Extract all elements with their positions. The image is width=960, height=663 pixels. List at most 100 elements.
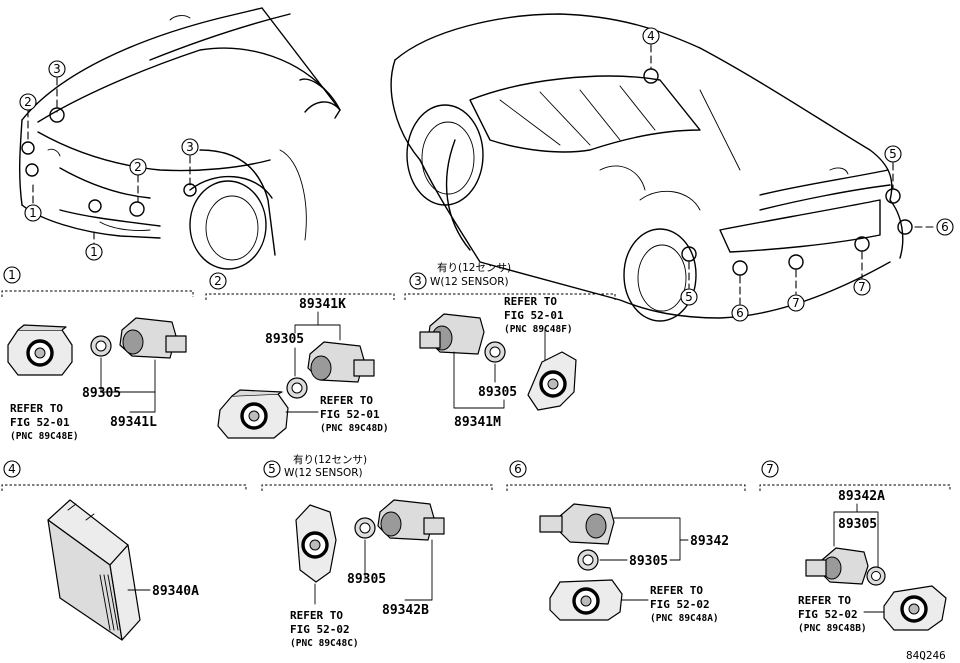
svg-text:2: 2 (24, 95, 32, 109)
svg-text:89342B: 89342B (382, 603, 429, 618)
svg-text:(PNC 89C48E): (PNC 89C48E) (10, 431, 79, 442)
section-5: 有り(12センサ) 5 W(12 SENSOR) 89305 89342B RE… (261, 453, 493, 649)
sensor-2 (307, 341, 375, 383)
svg-text:89305: 89305 (265, 332, 304, 347)
svg-text:(PNC 89C48D): (PNC 89C48D) (320, 423, 389, 434)
svg-text:REFER TO: REFER TO (290, 609, 343, 622)
svg-text:6: 6 (736, 306, 744, 320)
section-3: 有り(12センサ) 3 W(12 SENSOR) REFER TO FIG 52… (404, 261, 616, 430)
callout-3b: 3 (181, 138, 199, 156)
svg-text:REFER TO: REFER TO (650, 584, 703, 597)
svg-text:FIG 52-02: FIG 52-02 (290, 623, 350, 636)
svg-text:1: 1 (90, 245, 98, 259)
callout-2a: 2 (19, 93, 37, 111)
sensor-6 (539, 503, 615, 545)
svg-text:3: 3 (186, 140, 194, 154)
svg-text:W(12 SENSOR): W(12 SENSOR) (284, 467, 363, 479)
svg-text:4: 4 (647, 29, 655, 43)
bezel-front-2 (217, 389, 289, 439)
callout-1b: 1 (85, 243, 103, 261)
retainer-7 (866, 566, 886, 586)
svg-text:89305: 89305 (82, 386, 121, 401)
svg-text:7: 7 (792, 296, 800, 310)
svg-text:有り(12センサ): 有り(12センサ) (437, 261, 511, 274)
section-2: 2 89341K 89305 REFER TO FIG 52-01 (PNC 8… (205, 272, 395, 439)
retainer-1 (90, 335, 112, 357)
svg-text:4: 4 (8, 462, 16, 476)
svg-text:89305: 89305 (838, 517, 877, 532)
section-7: 7 89342A 89305 REFER TO FIG 52-02 (PNC 8… (759, 460, 951, 634)
ecu-module (47, 499, 141, 641)
bezel-rear-3 (527, 351, 577, 411)
section-4-badge: 4 (3, 460, 21, 478)
section-6-badge: 6 (509, 460, 527, 478)
retainer-6 (577, 549, 599, 571)
callout-1a: 1 (24, 204, 42, 222)
sensor-1 (119, 317, 187, 359)
svg-text:89305: 89305 (478, 385, 517, 400)
section-1-badge: 1 (3, 266, 21, 284)
svg-text:6: 6 (514, 462, 522, 476)
svg-text:(PNC 89C48A): (PNC 89C48A) (650, 613, 719, 624)
callout-markers: 1 1 2 2 3 3 4 5 5 6 6 7 7 (19, 27, 954, 322)
sensor-7 (805, 547, 869, 585)
svg-text:有り(12センサ): 有り(12センサ) (293, 453, 367, 466)
svg-text:89305: 89305 (629, 554, 668, 569)
callout-3a: 3 (48, 60, 66, 78)
svg-text:(PNC 89C48C): (PNC 89C48C) (290, 638, 359, 649)
svg-text:(PNC 89C48B): (PNC 89C48B) (798, 623, 867, 634)
svg-text:5: 5 (685, 290, 693, 304)
rear-car-illustration (390, 13, 936, 322)
callout-6b: 6 (731, 304, 749, 322)
callout-4: 4 (642, 27, 660, 45)
svg-text:5: 5 (268, 462, 276, 476)
svg-text:89342A: 89342A (838, 489, 885, 504)
svg-text:FIG 52-02: FIG 52-02 (650, 598, 710, 611)
svg-text:2: 2 (134, 160, 142, 174)
svg-text:W(12 SENSOR): W(12 SENSOR) (430, 276, 509, 288)
svg-text:REFER TO: REFER TO (798, 594, 851, 607)
sensor-5 (377, 499, 445, 541)
section-5-badge: 5 (263, 460, 281, 478)
retainer-2 (286, 377, 308, 399)
section-4: 4 89340A (1, 460, 247, 641)
svg-text:2: 2 (214, 274, 222, 288)
svg-text:1: 1 (29, 206, 37, 220)
callout-7a: 7 (787, 294, 805, 312)
svg-text:3: 3 (414, 274, 422, 288)
bezel-rear-6 (549, 579, 623, 621)
svg-text:89341L: 89341L (110, 415, 157, 430)
svg-text:REFER TO: REFER TO (504, 295, 557, 308)
svg-text:REFER TO: REFER TO (10, 402, 63, 415)
callout-5a: 5 (884, 145, 902, 163)
retainer-3 (484, 341, 506, 363)
svg-text:89305: 89305 (347, 572, 386, 587)
sensor-3 (419, 313, 485, 355)
callout-7b: 7 (853, 278, 871, 296)
section-1: 1 89305 89341L REFER TO FIG 52-01 (PNC 8… (1, 266, 194, 442)
svg-text:REFER TO: REFER TO (320, 394, 373, 407)
svg-text:1: 1 (8, 268, 16, 282)
svg-text:FIG 52-01: FIG 52-01 (504, 309, 564, 322)
callout-5b: 5 (680, 288, 698, 306)
svg-text:(PNC 89C48F): (PNC 89C48F) (504, 324, 573, 335)
section-6: 6 89305 89342 REFER TO FIG 52-02 (PNC 89… (506, 460, 746, 624)
section-3-badge: 3 (409, 272, 427, 290)
svg-text:5: 5 (889, 147, 897, 161)
retainer-5 (354, 517, 376, 539)
svg-text:7: 7 (858, 280, 866, 294)
front-car-illustration (18, 7, 341, 270)
svg-text:FIG 52-01: FIG 52-01 (10, 416, 70, 429)
bezel-rear-7 (883, 585, 947, 631)
svg-text:89340A: 89340A (152, 584, 199, 599)
svg-text:89341M: 89341M (454, 415, 501, 430)
svg-text:FIG 52-01: FIG 52-01 (320, 408, 380, 421)
section-7-badge: 7 (761, 460, 779, 478)
section-2-badge: 2 (209, 272, 227, 290)
svg-text:7: 7 (766, 462, 774, 476)
svg-text:3: 3 (53, 62, 61, 76)
svg-text:89342: 89342 (690, 534, 729, 549)
svg-text:89341K: 89341K (299, 297, 346, 312)
